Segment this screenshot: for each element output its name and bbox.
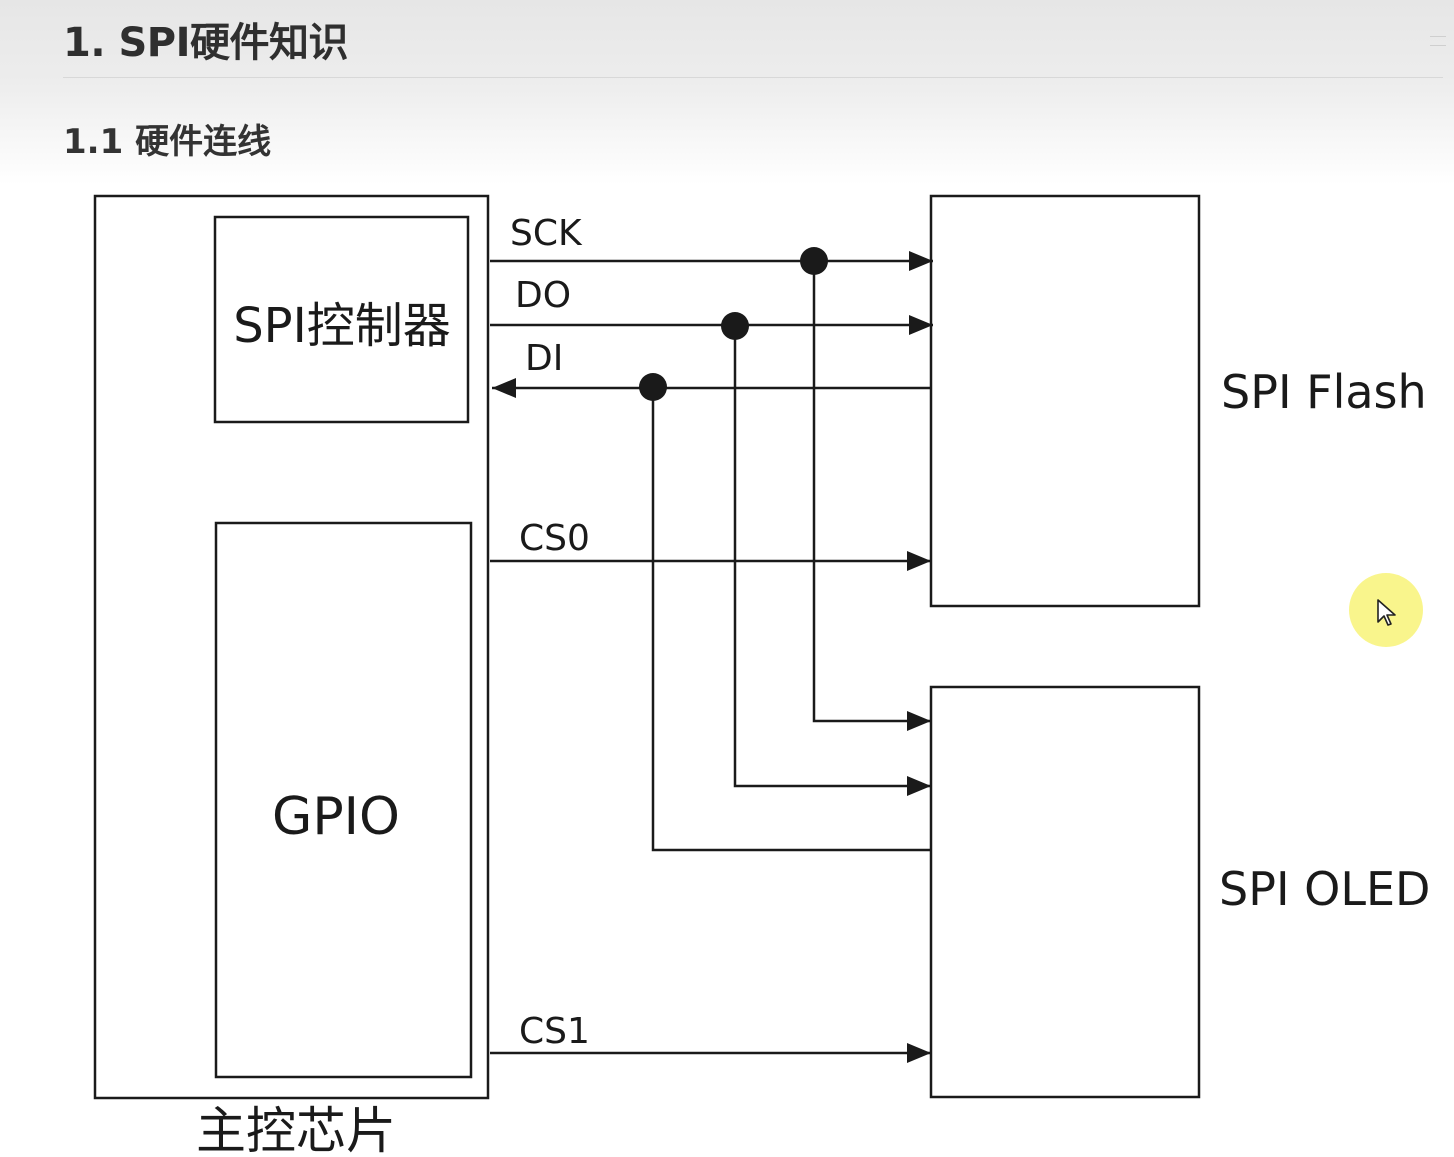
gpio-label: GPIO (272, 787, 400, 847)
spi-flash-label: SPI Flash (1221, 365, 1427, 419)
di-label: DI (525, 338, 563, 379)
main-chip-label: 主控芯片 (196, 1102, 396, 1157)
cs1-label: CS1 (519, 1011, 590, 1052)
spi-flash-box (929, 194, 1201, 608)
mouse-pointer-icon (1377, 599, 1396, 626)
title-divider (63, 77, 1443, 78)
sck-label: SCK (510, 213, 583, 254)
cs0-label: CS0 (519, 518, 590, 559)
di-junction-dot (639, 373, 667, 401)
spi-controller-box (213, 215, 470, 424)
spi-oled-box (929, 685, 1201, 1099)
spi-controller-label: SPI控制器 (233, 298, 451, 354)
main-chip-box (93, 194, 490, 1100)
header-background (0, 0, 1454, 185)
do-branch (733, 325, 931, 796)
di-branch (651, 388, 931, 852)
menu-icon[interactable] (1430, 36, 1446, 46)
sck-junction-dot (800, 247, 828, 275)
page-title: 1. SPI硬件知识 (63, 20, 348, 66)
sck-branch (812, 261, 931, 731)
section-heading: 1.1 硬件连线 (63, 122, 272, 162)
do-label: DO (515, 275, 571, 316)
gpio-box (214, 521, 473, 1079)
spi-oled-label: SPI OLED (1219, 862, 1430, 916)
do-junction-dot (721, 312, 749, 340)
